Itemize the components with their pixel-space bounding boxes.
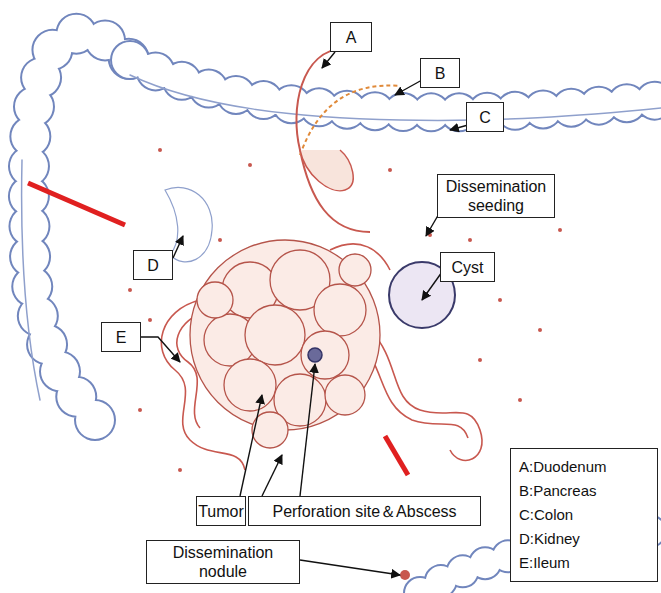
pancreas-head — [300, 150, 353, 191]
callout-label: D — [147, 256, 159, 275]
key-entry: E:Ileum — [519, 551, 570, 575]
callout-label: Cyst — [452, 258, 484, 277]
callout-label: A — [346, 28, 357, 47]
perforation-mark — [308, 348, 322, 362]
callout-label: Tumor — [198, 502, 244, 521]
callout-box: Cyst — [440, 252, 495, 282]
callout-label: E — [116, 328, 127, 347]
callout-box: B — [420, 58, 460, 88]
pancreas-drawing — [300, 86, 400, 155]
callout-box: Dissemination seeding — [437, 174, 555, 218]
callout-label: C — [479, 108, 491, 127]
callout-box: E — [101, 322, 141, 352]
seeding-dots — [128, 148, 562, 580]
duodenum-drawing — [296, 48, 370, 232]
tumor-drawing — [190, 240, 380, 448]
colon-drawing — [22, 33, 661, 593]
callout-box: Dissemination nodule — [146, 540, 300, 584]
callout-label: Perforation site＆Abscess — [272, 502, 456, 521]
key-entry: A:Duodenum — [519, 455, 607, 479]
callout-box: C — [466, 102, 504, 132]
callout-label: B — [435, 64, 446, 83]
resection-line — [385, 436, 408, 475]
resection-line — [28, 183, 125, 225]
callout-label: Dissemination seeding — [442, 177, 550, 215]
callout-box: D — [133, 250, 173, 280]
callout-box: Perforation site＆Abscess — [248, 496, 481, 526]
key-entry: B:Pancreas — [519, 479, 597, 503]
callout-box: A — [330, 22, 372, 52]
callout-box: Tumor — [196, 496, 246, 526]
key-entry: D:Kidney — [519, 527, 580, 551]
callout-label: Dissemination nodule — [151, 543, 295, 581]
key-entry: C:Colon — [519, 503, 573, 527]
key-box: A:DuodenumB:PancreasC:ColonD:KidneyE:Ile… — [510, 448, 658, 582]
